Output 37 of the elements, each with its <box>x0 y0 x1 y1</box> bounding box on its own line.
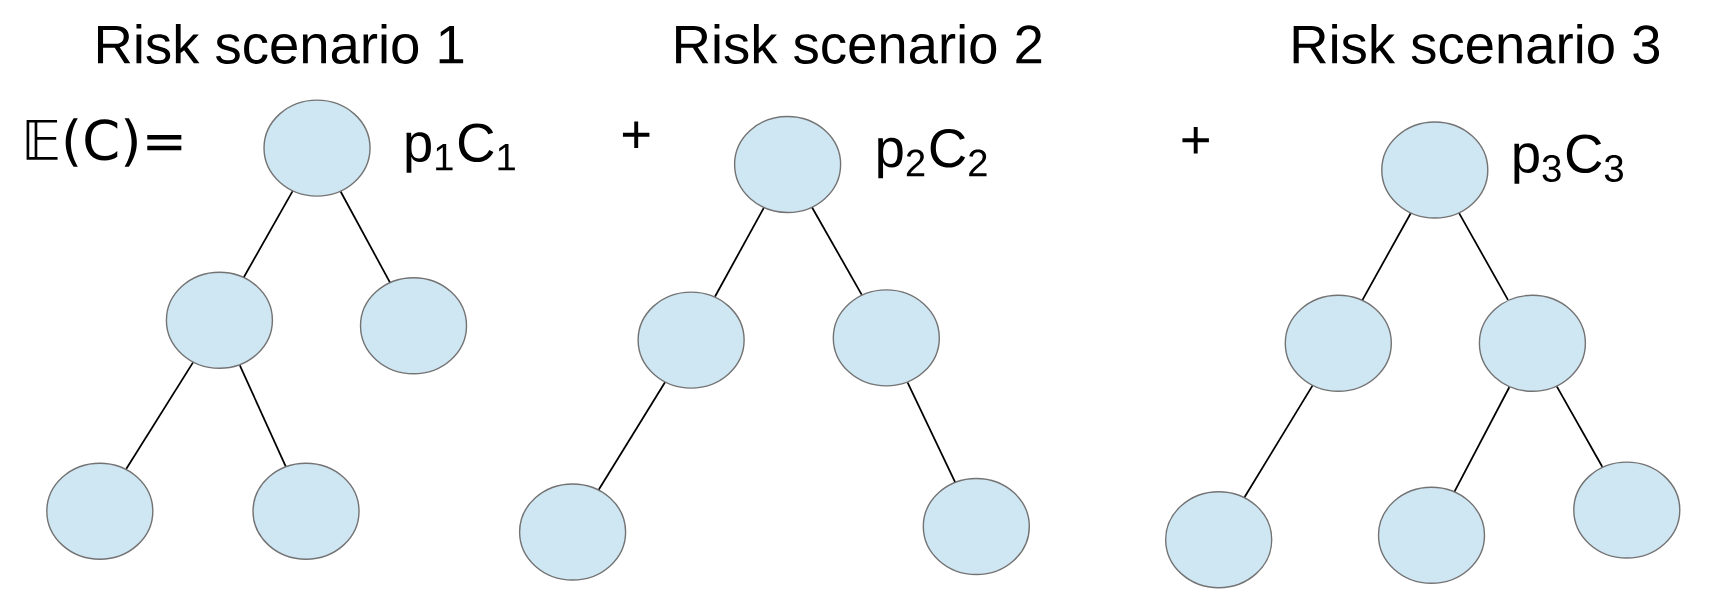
tree-node <box>1573 461 1681 559</box>
connector-line <box>125 361 194 470</box>
connector-line <box>1458 212 1509 301</box>
tree-node <box>733 115 842 214</box>
scenario-title: Risk scenario 3 <box>1293 23 1660 64</box>
formula-term: p$_{2}$C$_{2}$ <box>878 128 987 179</box>
connector-line <box>339 190 391 283</box>
tree-node <box>46 462 154 560</box>
connector-line <box>1243 385 1314 498</box>
connector-line <box>714 207 765 298</box>
connector-line <box>811 206 863 296</box>
tree-node <box>165 271 274 369</box>
connector-line <box>906 381 956 483</box>
tree-node <box>922 477 1030 576</box>
tree-node <box>832 289 940 387</box>
tree-node <box>1284 294 1392 392</box>
connector-line <box>1361 212 1412 301</box>
formula-term: 𝔼(C)= <box>26 118 182 167</box>
tree-node <box>252 462 360 560</box>
plus-sign: + <box>622 121 650 149</box>
scenario-title: Risk scenario 2 <box>676 23 1042 64</box>
tree-node <box>1381 121 1489 219</box>
tree-node <box>518 483 627 581</box>
connector-line <box>238 364 287 468</box>
connector-line <box>243 190 294 278</box>
connector-line <box>598 381 666 491</box>
formula-term: p$_{3}$C$_{3}$ <box>1514 134 1623 184</box>
tree-node <box>1377 486 1486 584</box>
connector-line <box>1556 385 1604 468</box>
tree-node <box>263 99 371 197</box>
plus-sign: + <box>1182 126 1209 154</box>
connector-line <box>1453 386 1511 493</box>
tree-node <box>637 291 745 389</box>
formula-term: p$_{1}$C$_{1}$ <box>406 123 515 173</box>
tree-node <box>359 277 468 375</box>
tree-node <box>1165 491 1273 589</box>
tree-node <box>1478 294 1587 392</box>
